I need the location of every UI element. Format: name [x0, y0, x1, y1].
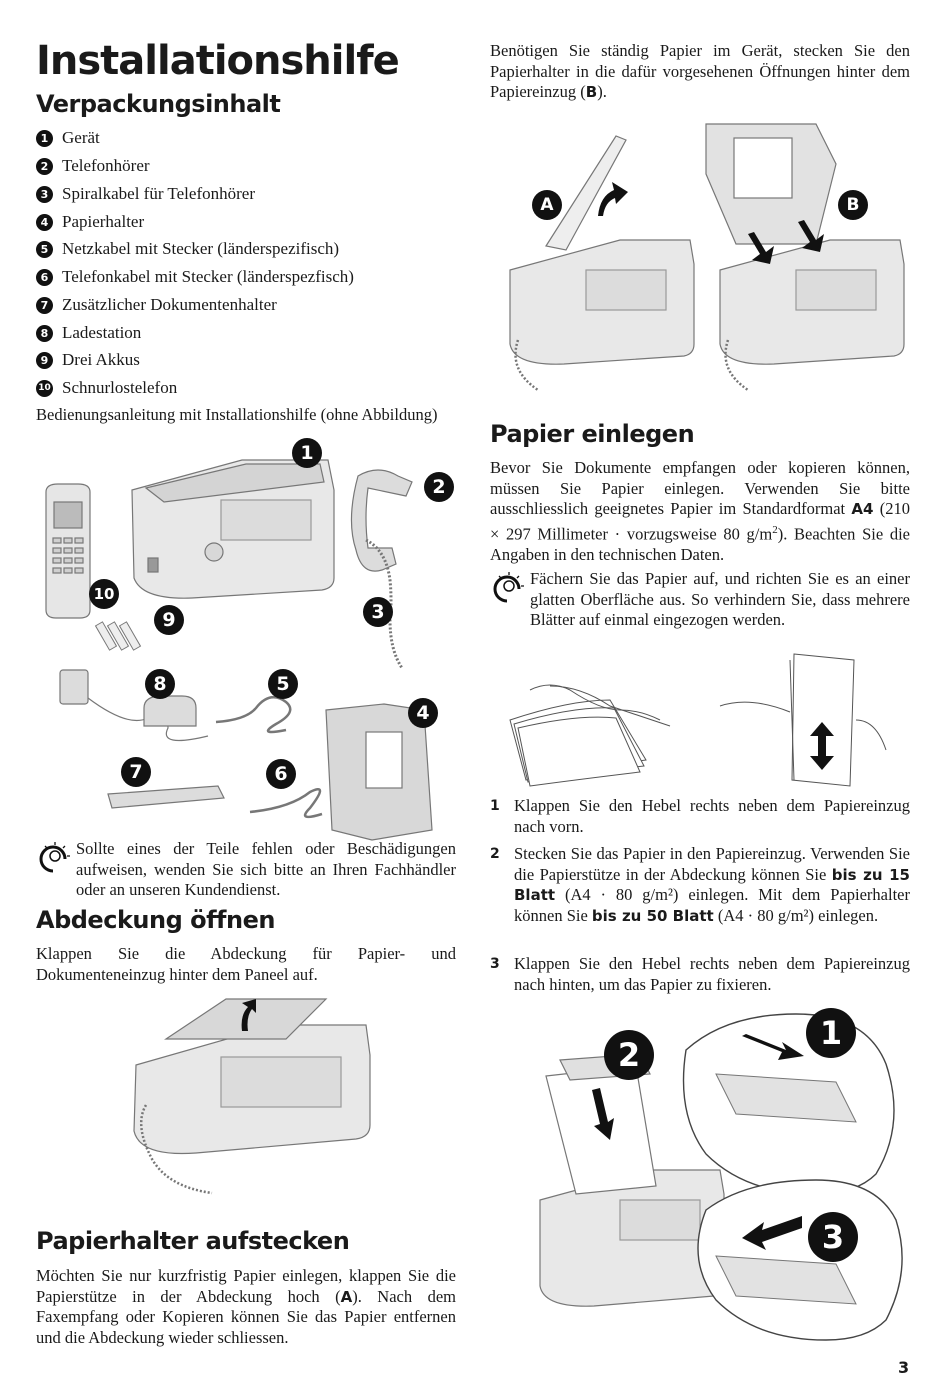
list-item: 9 Drei Akkus [36, 350, 140, 370]
holder-text: Möchten Sie nur kurzfristig Papier einle… [36, 1266, 456, 1347]
number-badge: 8 [36, 324, 53, 342]
fax-device-icon [131, 459, 335, 599]
paper-intro: Bevor Sie Dokumente empfangen oder kopie… [490, 458, 910, 564]
fig-label-1: 1 [292, 438, 322, 468]
page-title: Installationshilfe [36, 38, 400, 84]
list-item-label: Drei Akkus [62, 350, 140, 369]
number-badge: 10 [36, 379, 53, 397]
number-badge: 5 [36, 240, 53, 258]
phone-cable-icon [249, 788, 323, 819]
number-badge: 2 [36, 157, 53, 175]
packaging-heading: Verpackungsinhalt [36, 90, 281, 118]
list-item-label: Papierhalter [62, 212, 145, 231]
list-item: 6 Telefonkabel mit Stecker (länderspezfis… [36, 267, 354, 287]
fig-label-b: B [838, 190, 868, 220]
paper-holder-install-illustration [509, 123, 905, 392]
list-item: 4 Papierhalter [36, 212, 144, 232]
list-item: 2 Telefonhörer [36, 156, 150, 176]
tip-text: Fächern Sie das Papier auf, und richten … [530, 569, 910, 629]
lightbulb-icon [493, 572, 524, 603]
fig-label-4: 4 [408, 698, 438, 728]
fig-step-1: 1 [806, 1008, 856, 1058]
load-paper-illustration [539, 1013, 903, 1341]
list-item: 7 Zusätzlicher Dokumentenhalter [36, 295, 277, 315]
arrow-down-icon [748, 232, 774, 264]
list-item-label: Ladestation [62, 323, 142, 342]
coiled-cord-icon [365, 538, 404, 669]
packaging-note: Bedienungsanleitung mit Installationshil… [36, 405, 438, 424]
fax-open-cover-illustration [133, 998, 371, 1195]
number-badge: 9 [36, 351, 53, 369]
number-badge: 3 [36, 185, 53, 203]
cover-text: Klappen Sie die Abdeckung für Papier- un… [36, 944, 456, 984]
lightbulb-icon [39, 842, 70, 873]
tip-text: Sollte eines der Teile fehlen oder Besch… [76, 839, 456, 899]
list-item-label: Gerät [62, 128, 100, 147]
page-number: 3 [898, 1358, 910, 1377]
arrow-left-icon [742, 1216, 802, 1250]
cordless-phone-icon [45, 483, 91, 619]
tip-fan-paper: Fächern Sie das Papier auf, und richten … [490, 569, 910, 631]
number-badge: 6 [36, 268, 53, 286]
number-badge: 7 [36, 296, 53, 314]
list-item-label: Telefonkabel mit Stecker (länderspezfisc… [62, 267, 354, 286]
fig-label-8: 8 [145, 669, 175, 699]
fig-step-3: 3 [808, 1212, 858, 1262]
tip-missing-parts: Sollte eines der Teile fehlen oder Besch… [36, 839, 456, 901]
number-badge: 4 [36, 213, 53, 231]
fig-label-3: 3 [363, 597, 393, 627]
list-item: 3 Spiralkabel für Telefonhörer [36, 184, 255, 204]
list-item-label: Netzkabel mit Stecker (länderspezifisch) [62, 239, 340, 258]
cover-heading: Abdeckung öffnen [36, 906, 275, 934]
list-item: 5 Netzkabel mit Stecker (länderspezifisch… [36, 239, 339, 259]
list-item: 8 Ladestation [36, 323, 141, 343]
fig-label-6: 6 [266, 759, 296, 789]
paper-heading: Papier einlegen [490, 420, 695, 448]
fig-label-5: 5 [268, 669, 298, 699]
fig-label-2: 2 [424, 472, 454, 502]
fig-label-a: A [532, 190, 562, 220]
number-badge: 1 [36, 129, 53, 147]
arrow-down-icon [798, 220, 824, 252]
fan-paper-illustration [509, 653, 887, 787]
arrow-updown-icon [810, 722, 834, 770]
packaging-contents-illustration [45, 459, 433, 841]
arrow-flip-icon [598, 182, 628, 216]
list-item-label: Zusätzlicher Dokumentenhalter [62, 295, 277, 314]
arrow-up-icon [241, 999, 256, 1031]
paper-holder-icon [325, 703, 433, 841]
fig-label-9: 9 [154, 605, 184, 635]
document-holder-icon [107, 785, 225, 809]
list-item: 10 Schnurlostelefon [36, 378, 177, 398]
holder-heading: Papierhalter aufstecken [36, 1227, 350, 1255]
charger-icon [59, 669, 209, 742]
fig-step-2: 2 [604, 1030, 654, 1080]
holder-right-text: Benötigen Sie ständig Papier im Gerät, s… [490, 41, 910, 101]
power-cable-icon [215, 695, 292, 734]
list-item-label: Schnurlostelefon [62, 378, 178, 397]
batteries-icon [94, 621, 142, 651]
arrow-right-icon [742, 1034, 804, 1060]
fig-label-7: 7 [121, 757, 151, 787]
arrow-down-icon [592, 1088, 614, 1140]
handset-icon [350, 469, 413, 572]
list-item: 1 Gerät [36, 128, 100, 148]
list-item-label: Telefonhörer [62, 156, 150, 175]
list-item-label: Spiralkabel für Telefonhörer [62, 184, 255, 203]
fig-label-10: 10 [89, 579, 119, 609]
